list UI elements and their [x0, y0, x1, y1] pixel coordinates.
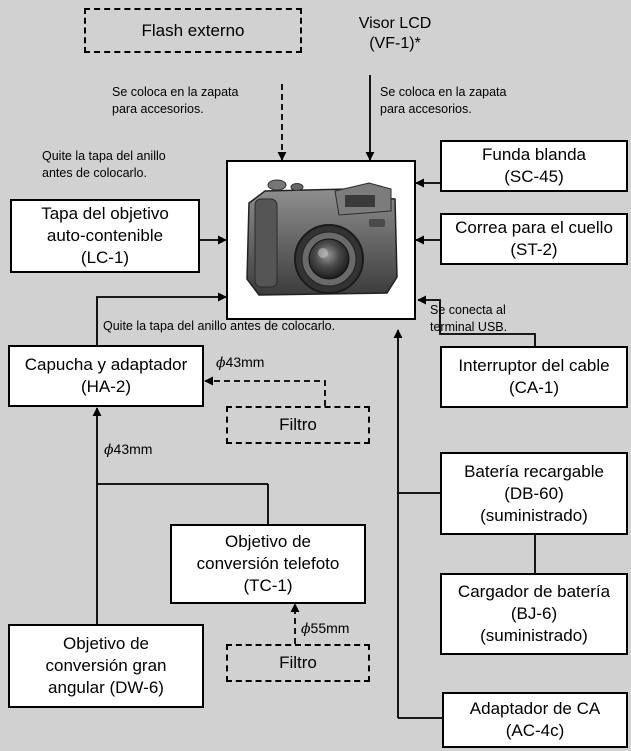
ca1-arrow: [417, 295, 536, 346]
filtro-box-2: Filtro: [226, 644, 370, 682]
diameter-label-3: ϕ55mm: [301, 620, 350, 637]
bateria-recargable-box: Batería recargable(DB-60)(suministrado): [440, 452, 628, 535]
cargador-bateria-box: Cargador de batería(BJ-6)(suministrado): [440, 573, 628, 655]
flash-externo-box: Flash externo: [84, 8, 302, 53]
diameter-label-2: ϕ43mm: [104, 441, 153, 458]
ha2-arrow: [96, 292, 227, 345]
flash-externo-label: Flash externo: [141, 20, 245, 40]
adaptador-ca-box: Adaptador de CA(AC-4c): [442, 692, 628, 748]
filtro-box-1: Filtro: [226, 406, 370, 444]
capucha-adaptador-box: Capucha y adaptador(HA-2): [8, 345, 204, 407]
correa-cuello-box: Correa para el cuello(ST-2): [440, 213, 628, 265]
filtro-label-2: Filtro: [279, 653, 317, 672]
filtro-label-1: Filtro: [279, 415, 317, 434]
diameter-label-1: ϕ43mm: [216, 354, 265, 371]
camera-box: [226, 160, 416, 320]
filtro1-arrow: [204, 376, 326, 406]
power-arrow: [393, 329, 440, 494]
visor-lcd-label: Visor LCD (VF-1)*: [358, 15, 432, 52]
funda-blanda-box: Funda blanda(SC-45): [440, 140, 628, 192]
note-quite-tapa-ha2: Quite la tapa del anillo antes de coloca…: [103, 319, 336, 333]
interruptor-cable-box: Interruptor del cable(CA-1): [440, 346, 628, 408]
camera-icon: [246, 179, 398, 296]
